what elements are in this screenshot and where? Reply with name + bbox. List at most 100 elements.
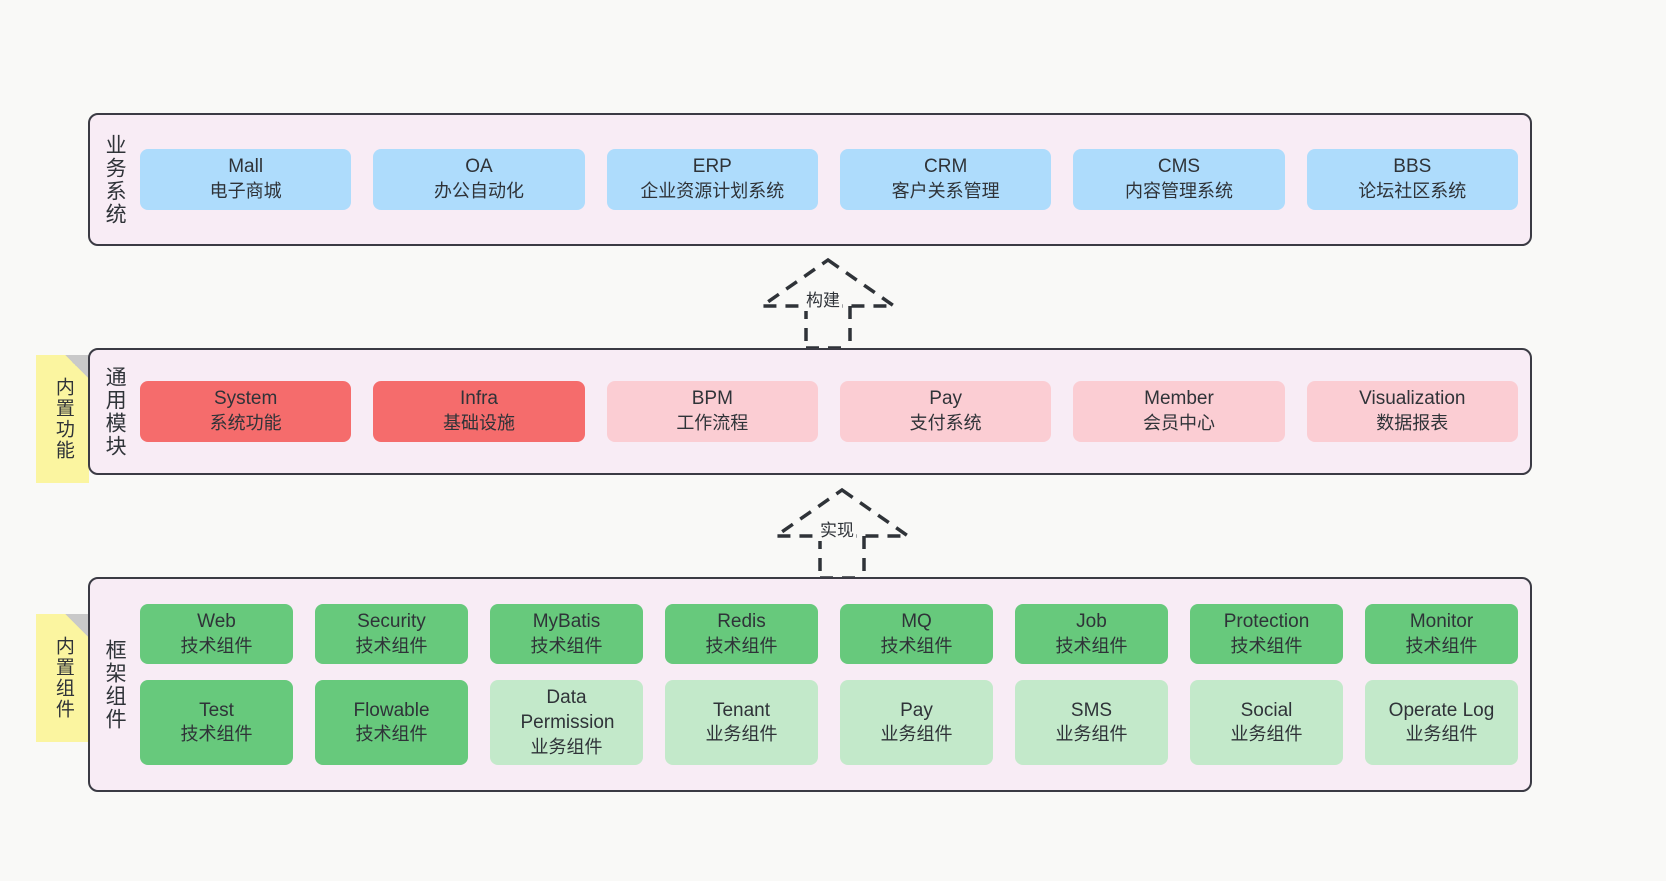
card-title: Flowable [353, 699, 430, 721]
card-title: Web [197, 611, 236, 633]
card-title: Social [1240, 699, 1293, 721]
card-title: MQ [901, 611, 932, 633]
module-card-visualization[interactable]: Visualization 数据报表 [1306, 381, 1518, 442]
component-card-mq[interactable]: MQ 技术组件 [840, 604, 993, 665]
card-subtitle: 技术组件 [530, 635, 603, 656]
card-subtitle: 技术组件 [705, 635, 778, 656]
card-subtitle: 业务组件 [530, 736, 603, 757]
card-subtitle: 基础设施 [442, 413, 515, 434]
card-title: OA [465, 156, 493, 178]
card-title: Pay [900, 699, 933, 721]
card-title: Security [357, 611, 426, 633]
card-title: Monitor [1409, 611, 1474, 633]
card-subtitle: 工作流程 [676, 413, 749, 434]
layer-row: Web 技术组件 Security 技术组件 MyBatis 技术组件 Redi… [140, 604, 1518, 665]
connector-label-build: 构建 [804, 286, 842, 311]
layer-body-framework: Web 技术组件 Security 技术组件 MyBatis 技术组件 Redi… [138, 579, 1530, 790]
connector-label-implement: 实现 [818, 516, 856, 541]
card-subtitle: 办公自动化 [433, 181, 524, 202]
card-subtitle: 业务组件 [880, 724, 953, 745]
card-subtitle: 客户关系管理 [891, 181, 1000, 202]
component-card-data-permission[interactable]: Data Permission 业务组件 [490, 680, 643, 765]
component-card-protection[interactable]: Protection 技术组件 [1190, 604, 1343, 665]
component-card-tenant[interactable]: Tenant 业务组件 [665, 680, 818, 765]
module-card-bpm[interactable]: BPM 工作流程 [606, 381, 818, 442]
component-card-mybatis[interactable]: MyBatis 技术组件 [490, 604, 643, 665]
layer-business-system: 业务系统 Mall 电子商城 OA 办公自动化 ERP 企业资源计划系统 CRM… [88, 113, 1532, 246]
connector-build: 构建 [756, 256, 900, 350]
card-subtitle: 技术组件 [355, 635, 428, 656]
card-subtitle: 数据报表 [1376, 413, 1449, 434]
card-title: BBS [1393, 156, 1432, 178]
card-title: MyBatis [532, 611, 601, 633]
card-title: SMS [1070, 699, 1113, 721]
layer-row: Mall 电子商城 OA 办公自动化 ERP 企业资源计划系统 CRM 客户关系… [140, 149, 1518, 210]
card-title: Redis [717, 611, 766, 633]
component-card-job[interactable]: Job 技术组件 [1015, 604, 1168, 665]
card-subtitle: 系统功能 [209, 413, 282, 434]
module-card-erp[interactable]: ERP 企业资源计划系统 [606, 149, 818, 210]
module-card-bbs[interactable]: BBS 论坛社区系统 [1306, 149, 1518, 210]
card-subtitle: 业务组件 [1055, 724, 1128, 745]
card-title: BPM [691, 388, 733, 410]
card-title: Data Permission [520, 687, 615, 733]
module-card-oa[interactable]: OA 办公自动化 [373, 149, 585, 210]
card-subtitle: 支付系统 [909, 413, 982, 434]
card-subtitle: 论坛社区系统 [1358, 181, 1467, 202]
layer-body-business: Mall 电子商城 OA 办公自动化 ERP 企业资源计划系统 CRM 客户关系… [138, 115, 1530, 244]
card-subtitle: 业务组件 [1405, 724, 1478, 745]
card-title: Operate Log [1388, 699, 1495, 721]
component-card-security[interactable]: Security 技术组件 [315, 604, 468, 665]
fold-corner-icon [65, 614, 89, 638]
layer-row: Test 技术组件 Flowable 技术组件 Data Permission … [140, 680, 1518, 765]
card-subtitle: 电子商城 [209, 181, 282, 202]
card-subtitle: 技术组件 [180, 635, 253, 656]
component-card-redis[interactable]: Redis 技术组件 [665, 604, 818, 665]
component-card-web[interactable]: Web 技术组件 [140, 604, 293, 665]
card-title: CRM [924, 156, 968, 178]
card-subtitle: 技术组件 [1230, 635, 1303, 656]
card-subtitle: 技术组件 [880, 635, 953, 656]
card-title: ERP [692, 156, 732, 178]
card-subtitle: 业务组件 [1230, 724, 1303, 745]
card-title: Visualization [1359, 388, 1466, 410]
component-card-pay[interactable]: Pay 业务组件 [840, 680, 993, 765]
module-card-crm[interactable]: CRM 客户关系管理 [839, 149, 1052, 210]
component-card-test[interactable]: Test 技术组件 [140, 680, 293, 765]
sticky-note-label: 内置功能 [52, 377, 74, 461]
card-subtitle: 技术组件 [355, 724, 428, 745]
card-subtitle: 技术组件 [180, 724, 253, 745]
layer-common-module: 通用模块 System 系统功能 Infra 基础设施 BPM 工作流程 Pay… [88, 348, 1532, 475]
card-title: Mall [228, 156, 264, 178]
module-card-system[interactable]: System 系统功能 [140, 381, 352, 442]
module-card-cms[interactable]: CMS 内容管理系统 [1073, 149, 1285, 210]
layer-row: System 系统功能 Infra 基础设施 BPM 工作流程 Pay 支付系统… [140, 381, 1518, 442]
sticky-note-builtin-component: 内置组件 [36, 614, 89, 742]
card-subtitle: 技术组件 [1055, 635, 1128, 656]
fold-corner-icon [65, 355, 89, 379]
component-card-social[interactable]: Social 业务组件 [1190, 680, 1343, 765]
layer-body-common: System 系统功能 Infra 基础设施 BPM 工作流程 Pay 支付系统… [138, 350, 1530, 473]
module-card-member[interactable]: Member 会员中心 [1073, 381, 1285, 442]
sticky-note-builtin-function: 内置功能 [36, 355, 89, 483]
layer-framework-component: 框架组件 Web 技术组件 Security 技术组件 MyBatis 技术组件… [88, 577, 1532, 792]
card-title: System [213, 388, 278, 410]
module-card-pay[interactable]: Pay 支付系统 [839, 381, 1052, 442]
card-title: Pay [929, 388, 963, 410]
layer-title-common: 通用模块 [103, 365, 127, 458]
card-title: Infra [459, 388, 498, 410]
module-card-infra[interactable]: Infra 基础设施 [373, 381, 585, 442]
component-card-flowable[interactable]: Flowable 技术组件 [315, 680, 468, 765]
component-card-monitor[interactable]: Monitor 技术组件 [1365, 604, 1518, 665]
module-card-mall[interactable]: Mall 电子商城 [140, 149, 352, 210]
connector-implement: 实现 [770, 486, 914, 580]
card-title: CMS [1157, 156, 1201, 178]
card-subtitle: 技术组件 [1405, 635, 1478, 656]
layer-title-business: 业务系统 [103, 133, 127, 226]
card-subtitle: 会员中心 [1142, 413, 1215, 434]
card-title: Test [199, 699, 234, 721]
component-card-sms[interactable]: SMS 业务组件 [1015, 680, 1168, 765]
card-title: Tenant [712, 699, 771, 721]
component-card-operate-log[interactable]: Operate Log 业务组件 [1365, 680, 1518, 765]
